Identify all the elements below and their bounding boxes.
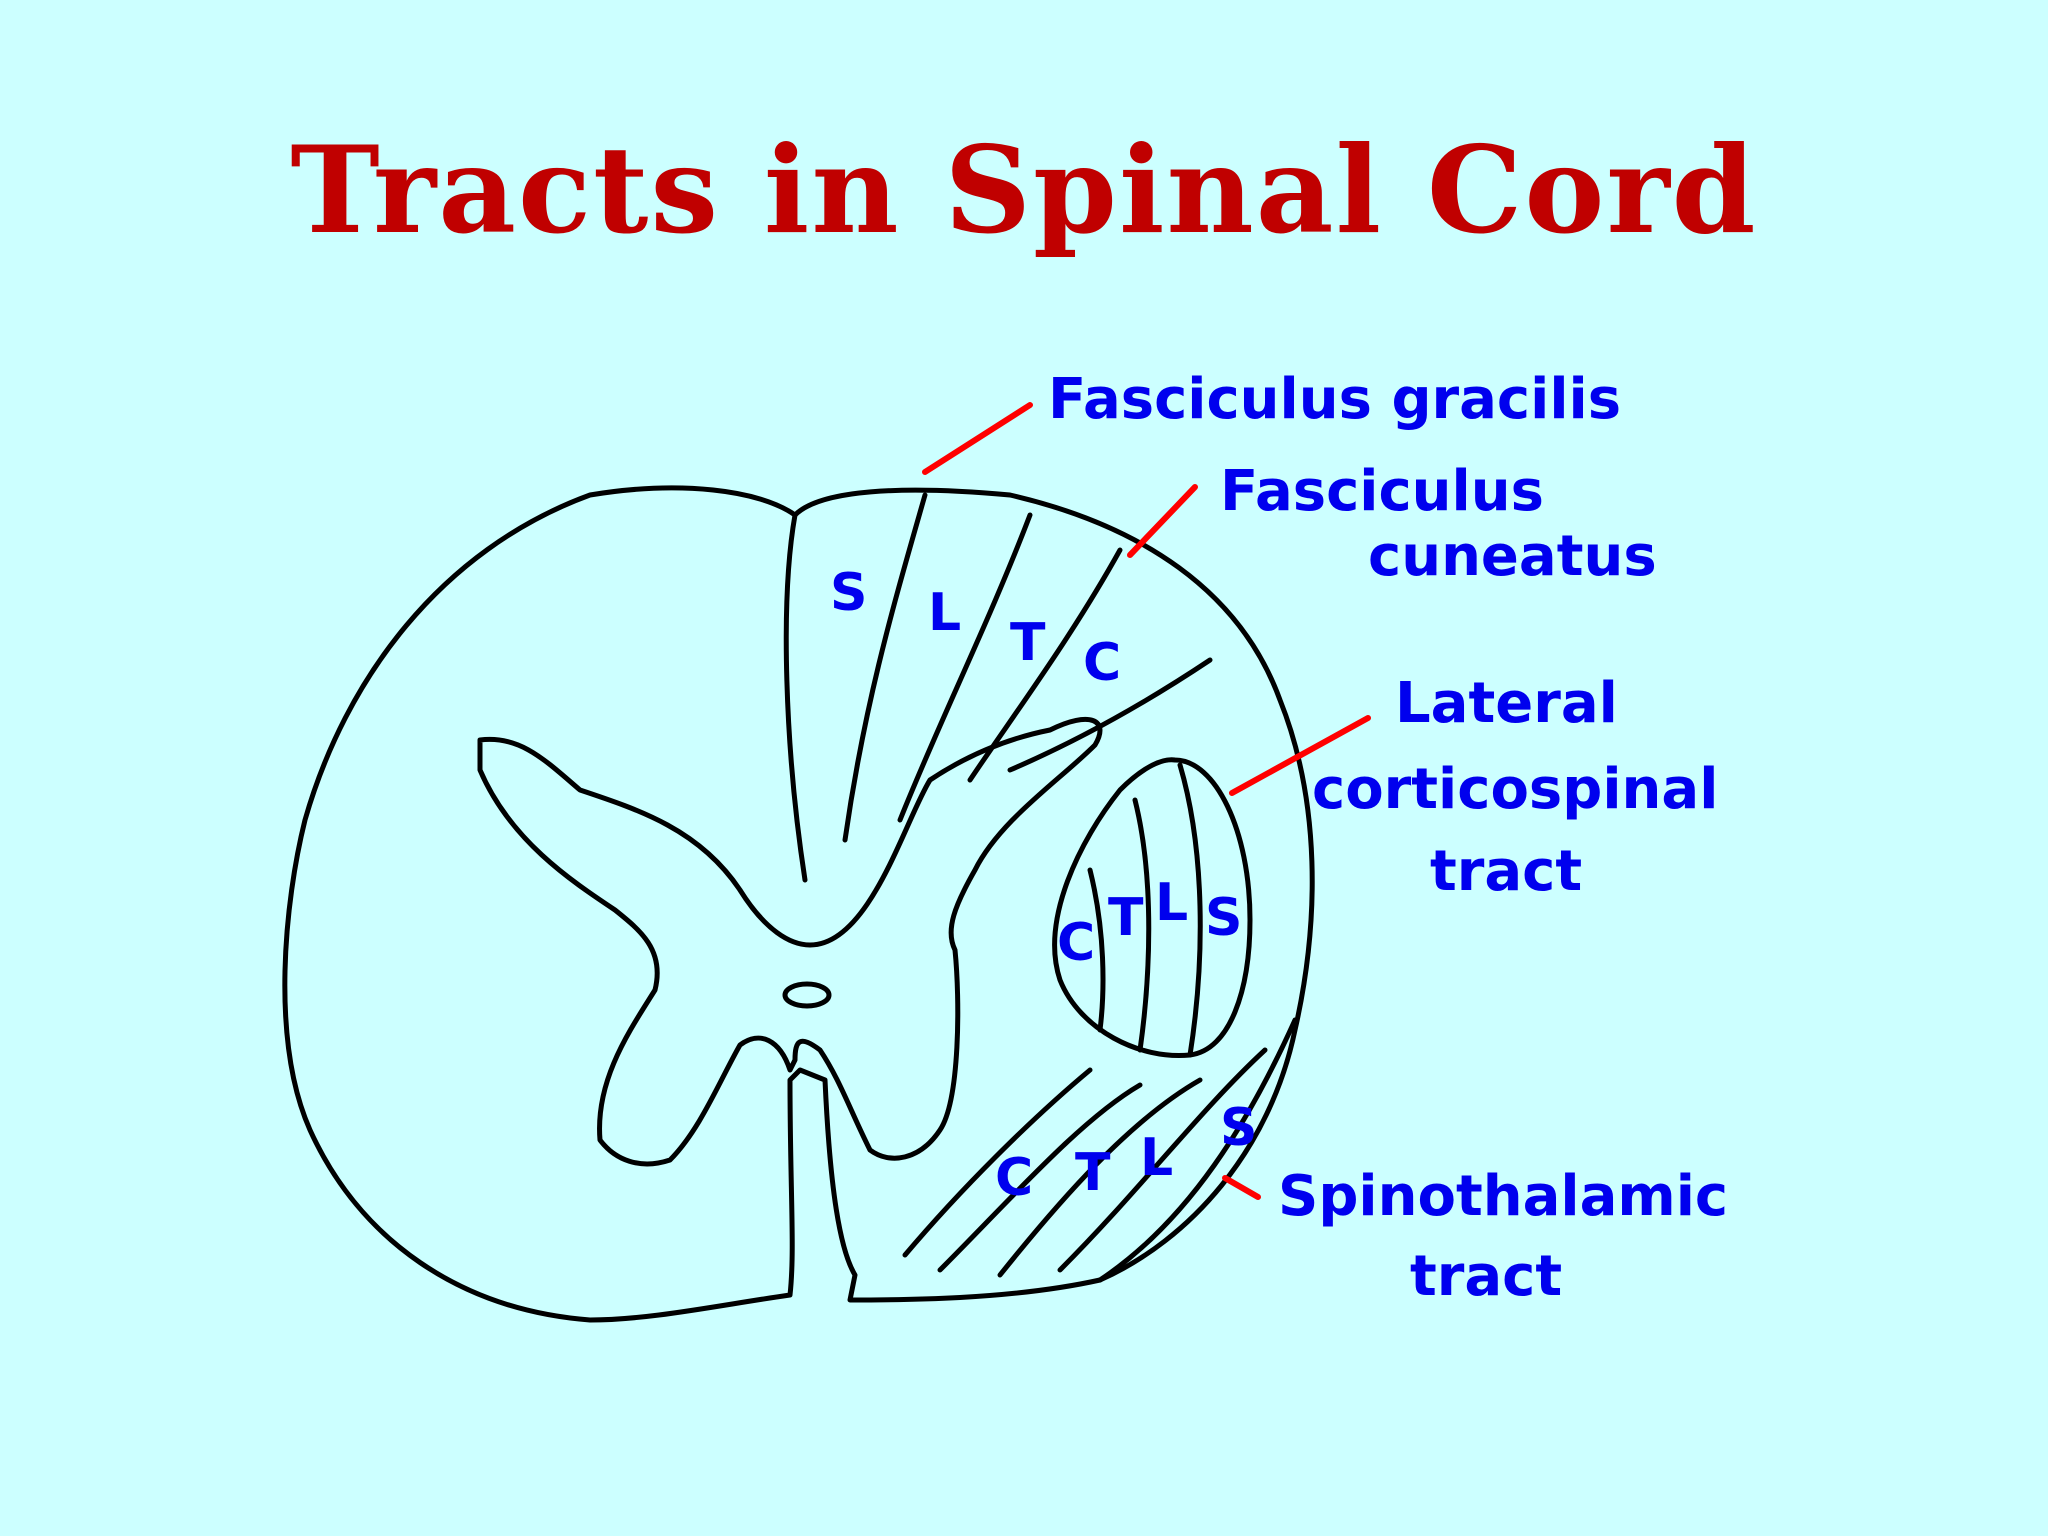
segment-dorsal-l: L	[928, 583, 961, 643]
gracilis-division-1	[842, 492, 928, 843]
segment-corticospinal-s: S	[1205, 888, 1242, 948]
pointer-lateral-corticospinal	[1229, 715, 1371, 796]
central-canal	[782, 981, 832, 1009]
cuneatus-division-1	[967, 547, 1123, 783]
spinothalamic-boundary	[1097, 1017, 1298, 1283]
label-lateral-corticospinal-line-2: corticospinal	[1312, 757, 1718, 822]
label-spinothalamic-line-1: Spinothalamic	[1278, 1164, 1728, 1229]
label-spinothalamic-line-2: tract	[1410, 1244, 1562, 1309]
pointer-spinothalamic	[1222, 1175, 1261, 1200]
segment-spinothalamic-l: L	[1140, 1128, 1173, 1188]
segment-spinothalamic-c: C	[995, 1148, 1033, 1208]
corticospinal-division-2	[1132, 797, 1152, 1053]
corticospinal-division-1	[1087, 867, 1106, 1033]
label-fasciculus-cuneatus-line-2: cuneatus	[1368, 524, 1657, 589]
segment-corticospinal-c: C	[1057, 913, 1095, 973]
segment-corticospinal-l: L	[1155, 873, 1188, 933]
page-title: Tracts in Spinal Cord	[290, 120, 1758, 261]
spinothalamic-band-1	[902, 1067, 1093, 1258]
label-lateral-corticospinal-line-3: tract	[1430, 839, 1582, 904]
gracilis-division-2	[897, 512, 1033, 823]
pointer-fasciculus-cuneatus	[1127, 484, 1198, 558]
spinothalamic-band-2	[937, 1082, 1143, 1273]
cuneatus-division-2	[1007, 657, 1213, 773]
segment-dorsal-s: S	[830, 563, 867, 623]
spinal-cord-outline	[282, 485, 1315, 1323]
corticospinal-division-3	[1177, 762, 1203, 1058]
segment-spinothalamic-t: T	[1075, 1143, 1111, 1203]
spinothalamic-band-4	[1057, 1047, 1268, 1273]
segment-dorsal-c: C	[1083, 633, 1121, 693]
segment-spinothalamic-s: S	[1220, 1098, 1257, 1158]
dorsal-column-boundary	[783, 512, 808, 883]
label-fasciculus-gracilis: Fasciculus gracilis	[1048, 367, 1621, 432]
pointer-fasciculus-gracilis	[922, 402, 1033, 475]
segment-dorsal-t: T	[1010, 613, 1046, 673]
label-lateral-corticospinal-line-1: Lateral	[1395, 671, 1618, 736]
gray-matter-outline	[477, 716, 1103, 1167]
spinothalamic-band-3	[997, 1077, 1203, 1278]
label-fasciculus-cuneatus-line-1: Fasciculus	[1220, 459, 1544, 524]
segment-corticospinal-t: T	[1108, 888, 1144, 948]
